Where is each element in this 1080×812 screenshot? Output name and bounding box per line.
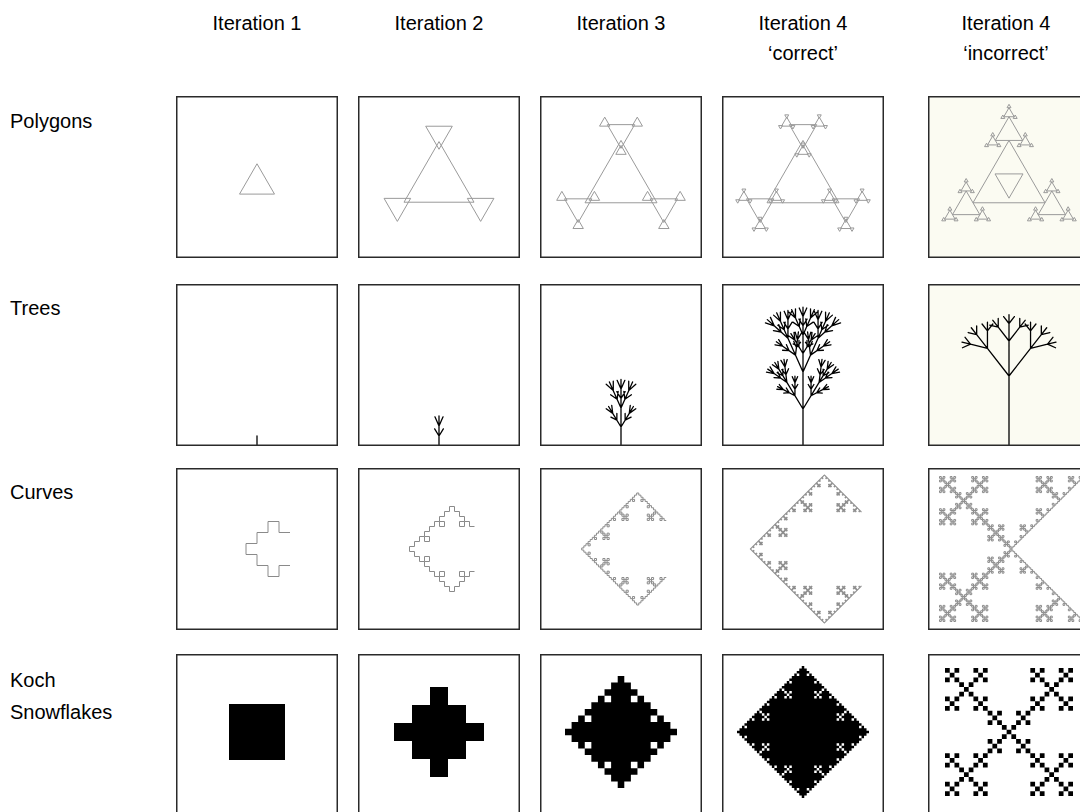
- panel-ground: [723, 285, 884, 446]
- curve-fractal: [246, 522, 290, 577]
- fractal-panel: [177, 655, 338, 812]
- panel-border: [929, 97, 1080, 258]
- fractal-panel: [723, 469, 884, 630]
- panel-border: [723, 97, 884, 258]
- column-header: Iteration 4 ‘correct’: [733, 8, 873, 68]
- panel-ground: [177, 655, 338, 812]
- fractal-panel: [723, 285, 884, 446]
- tree-fractal: [962, 315, 1056, 446]
- row-label: Trees: [10, 292, 130, 324]
- snowflake-fractal: [945, 668, 1073, 796]
- fractal-panel: [359, 655, 520, 812]
- panel-ground: [929, 469, 1080, 630]
- panel-ground: [723, 469, 884, 630]
- curve-fractal: [940, 477, 1080, 622]
- curve-fractal: [582, 493, 667, 605]
- panel-ground: [541, 285, 702, 446]
- panel-border: [929, 469, 1080, 630]
- fractal-panel: [541, 655, 702, 812]
- fractal-panel: [929, 285, 1080, 446]
- fractal-panel: [359, 97, 520, 258]
- row-label: Curves: [10, 476, 130, 508]
- panel-ground: [929, 285, 1080, 446]
- panel-border: [723, 655, 884, 812]
- panel-border: [359, 469, 520, 630]
- fractal-panel: [177, 97, 338, 258]
- fractal-panel: [177, 469, 338, 630]
- fractal-panel: [929, 469, 1080, 630]
- panel-ground: [723, 97, 884, 258]
- fractal-panel: [541, 285, 702, 446]
- polygon-fractal: [942, 104, 1077, 221]
- panel-ground: [177, 285, 338, 446]
- fractal-panel: [359, 469, 520, 630]
- panel-border: [177, 285, 338, 446]
- polygon-fractal: [736, 115, 871, 232]
- panel-ground: [541, 469, 702, 630]
- panel-ground: [359, 655, 520, 812]
- panel-border: [541, 97, 702, 258]
- panel-border: [359, 97, 520, 258]
- tree-fractal: [606, 380, 636, 447]
- panel-border: [177, 97, 338, 258]
- fractal-panel: [929, 655, 1080, 812]
- column-header: Iteration 1: [187, 8, 327, 38]
- panel-ground: [359, 285, 520, 446]
- panel-border: [177, 655, 338, 812]
- fractal-panel: [723, 655, 884, 812]
- panel-ground: [177, 97, 338, 258]
- row-label: Polygons: [10, 105, 130, 137]
- panel-border: [929, 655, 1080, 812]
- panel-ground: [541, 97, 702, 258]
- panel-border: [177, 469, 338, 630]
- fractal-panel: [359, 285, 520, 446]
- fractal-panel: [541, 97, 702, 258]
- polygon-fractal: [240, 164, 275, 194]
- panel-border: [359, 655, 520, 812]
- panel-ground: [541, 655, 702, 812]
- panel-ground: [359, 97, 520, 258]
- panel-border: [929, 285, 1080, 446]
- fractal-panel: [929, 97, 1080, 258]
- column-header: Iteration 2: [369, 8, 509, 38]
- column-header: Iteration 3: [551, 8, 691, 38]
- row-label: Koch Snowflakes: [10, 664, 130, 728]
- panel-border: [723, 285, 884, 446]
- polygon-fractal: [557, 117, 686, 228]
- panel-border: [723, 469, 884, 630]
- panel-border: [541, 655, 702, 812]
- curve-fractal: [750, 475, 861, 623]
- panel-ground: [929, 97, 1080, 258]
- snowflake-fractal: [229, 704, 285, 760]
- curve-fractal: [410, 507, 475, 592]
- snowflake-fractal: [394, 687, 484, 777]
- panel-border: [541, 285, 702, 446]
- snowflake-fractal: [565, 676, 677, 788]
- panel-ground: [723, 655, 884, 812]
- panel-border: [541, 469, 702, 630]
- polygon-fractal: [384, 126, 494, 221]
- panel-ground: [359, 469, 520, 630]
- column-header: Iteration 4 ‘incorrect’: [936, 8, 1076, 68]
- fractal-panel: [541, 469, 702, 630]
- tree-fractal: [765, 307, 840, 446]
- panel-border: [359, 285, 520, 446]
- snowflake-fractal: [737, 666, 869, 798]
- fractal-panel: [177, 285, 338, 446]
- panel-ground: [929, 655, 1080, 812]
- panel-ground: [177, 469, 338, 630]
- fractal-panel: [723, 97, 884, 258]
- tree-fractal: [435, 416, 444, 446]
